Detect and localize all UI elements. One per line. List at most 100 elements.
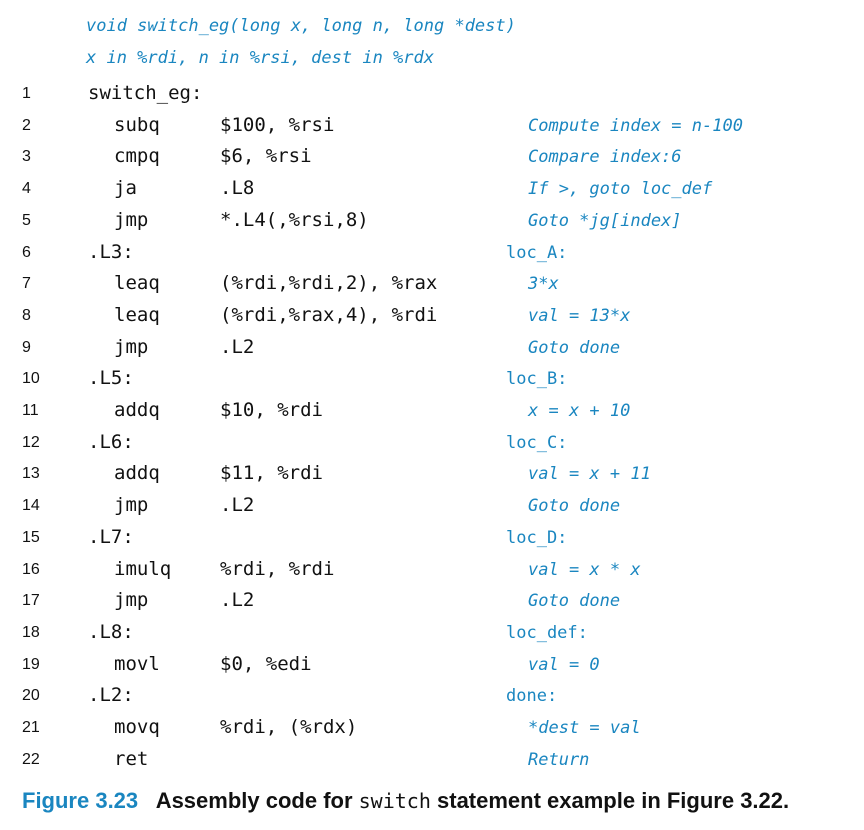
code-line: 8 leaq (%rdi,%rax,4), %rdi val = 13*x: [0, 304, 864, 335]
register-assignment: x in %rdi, n in %rsi, dest in %rdx: [86, 48, 434, 68]
asm-operands: $100, %rsi: [220, 113, 335, 136]
code-line: 21 movq %rdi, (%rdx) *dest = val: [0, 716, 864, 747]
asm-operands: %rdi, (%rdx): [220, 716, 358, 738]
code-line: 16 imulq %rdi, %rdi val = x * x: [0, 558, 864, 589]
asm-operands: $11, %rdi: [220, 462, 323, 485]
asm-label: .L7:: [88, 525, 134, 548]
code-comment: Goto done: [528, 337, 621, 358]
asm-instruction: movl: [114, 652, 160, 675]
asm-instruction: jmp: [114, 589, 149, 612]
asm-instruction: addq: [114, 399, 160, 421]
code-line: 20 .L2: done:: [0, 684, 864, 715]
line-number: 2: [22, 116, 31, 134]
asm-instruction: leaq: [114, 303, 160, 326]
asm-label: .L8:: [88, 620, 134, 643]
asm-operands: $6, %rsi: [220, 145, 312, 168]
asm-instruction: imulq: [114, 557, 172, 580]
asm-instruction: movq: [114, 716, 160, 738]
code-line: 13 addq $11, %rdi val = x + 11: [0, 462, 864, 493]
line-number: 17: [22, 592, 40, 610]
code-comment: 3*x: [528, 274, 559, 295]
line-number: 13: [22, 465, 40, 483]
line-number: 18: [22, 623, 40, 641]
c-label-comment: loc_D:: [506, 527, 568, 548]
code-line: 6 .L3: loc_A:: [0, 241, 864, 272]
code-line: 4 ja .L8 If >, goto loc_def: [0, 177, 864, 208]
asm-label: .L2:: [88, 684, 134, 707]
caption-text-after: statement example in Figure 3.22.: [430, 788, 790, 813]
line-number: 19: [22, 655, 40, 673]
asm-instruction: leaq: [114, 272, 160, 295]
c-label-comment: done:: [506, 686, 558, 707]
asm-operands: $10, %rdi: [220, 399, 323, 421]
asm-label: .L3:: [88, 240, 134, 263]
line-number: 8: [22, 306, 31, 324]
code-line: 2 subq $100, %rsi Compute index = n-100: [0, 114, 864, 145]
asm-operands: $0, %edi: [220, 652, 312, 675]
code-line: 10 .L5: loc_B:: [0, 367, 864, 398]
code-comment: val = x + 11: [528, 464, 651, 485]
asm-instruction: addq: [114, 462, 160, 485]
line-number: 12: [22, 433, 40, 451]
code-comment: Compare index:6: [528, 147, 682, 168]
code-line: 17 jmp .L2 Goto done: [0, 589, 864, 620]
line-number: 7: [22, 275, 31, 293]
asm-instruction: ret: [114, 747, 149, 770]
asm-instruction: subq: [114, 113, 160, 136]
code-comment: Goto *jg[index]: [528, 210, 682, 231]
code-comment: Goto done: [528, 591, 621, 612]
code-comment: Return: [528, 749, 590, 770]
caption-text-before: Assembly code for: [155, 788, 359, 813]
asm-operands: .L2: [220, 589, 255, 612]
code-comment: val = x * x: [528, 559, 641, 580]
asm-instruction: ja: [114, 177, 137, 200]
code-line: 18.L8:loc_def:: [0, 621, 864, 652]
code-comment: Compute index = n-100: [528, 115, 743, 136]
code-line: 1 switch_eg:: [0, 82, 864, 113]
code-comment: val = 13*x: [528, 305, 631, 326]
code-line: 12 .L6: loc_C:: [0, 431, 864, 462]
line-number: 10: [22, 370, 40, 388]
function-signature: void switch_eg(long x, long n, long *des…: [86, 16, 516, 36]
asm-label: .L6:: [88, 430, 134, 453]
code-comment: val = 0: [528, 654, 600, 675]
line-number: 3: [22, 148, 31, 166]
line-number: 20: [22, 687, 40, 705]
asm-operands: .L2: [220, 335, 255, 358]
line-number: 16: [22, 560, 40, 578]
asm-operands: .L8: [220, 177, 255, 200]
code-line: 15.L7:loc_D:: [0, 526, 864, 557]
line-number: 21: [22, 719, 40, 736]
asm-operands: .L2: [220, 494, 255, 517]
asm-instruction: jmp: [114, 208, 149, 231]
line-number: 1: [22, 85, 31, 102]
code-comment: x = x + 10: [528, 401, 631, 421]
figure-caption: Figure 3.23 Assembly code for switch sta…: [22, 788, 789, 814]
line-number: 4: [22, 180, 31, 198]
code-comment: *dest = val: [528, 718, 641, 738]
asm-operands: %rdi, %rdi: [220, 557, 335, 580]
asm-operands: *.L4(,%rsi,8): [220, 208, 369, 231]
line-number: 6: [22, 243, 31, 261]
asm-label: switch_eg:: [88, 82, 203, 104]
figure-number: Figure 3.23: [22, 788, 139, 813]
c-label-comment: loc_C:: [506, 432, 568, 453]
code-line: 19 movl $0, %edi val = 0: [0, 653, 864, 684]
line-number: 9: [22, 338, 31, 356]
line-number: 14: [22, 497, 40, 515]
caption-code: switch: [358, 789, 431, 813]
code-line: 5 jmp *.L4(,%rsi,8) Goto *jg[index]: [0, 209, 864, 240]
asm-operands: (%rdi,%rax,4), %rdi: [220, 303, 438, 326]
c-label-comment: loc_A:: [506, 242, 568, 263]
code-comment: If >, goto loc_def: [528, 179, 713, 200]
asm-label: .L5:: [88, 367, 134, 390]
code-comment: Goto done: [528, 496, 621, 517]
c-label-comment: loc_B:: [506, 369, 568, 390]
line-number: 5: [22, 211, 31, 229]
